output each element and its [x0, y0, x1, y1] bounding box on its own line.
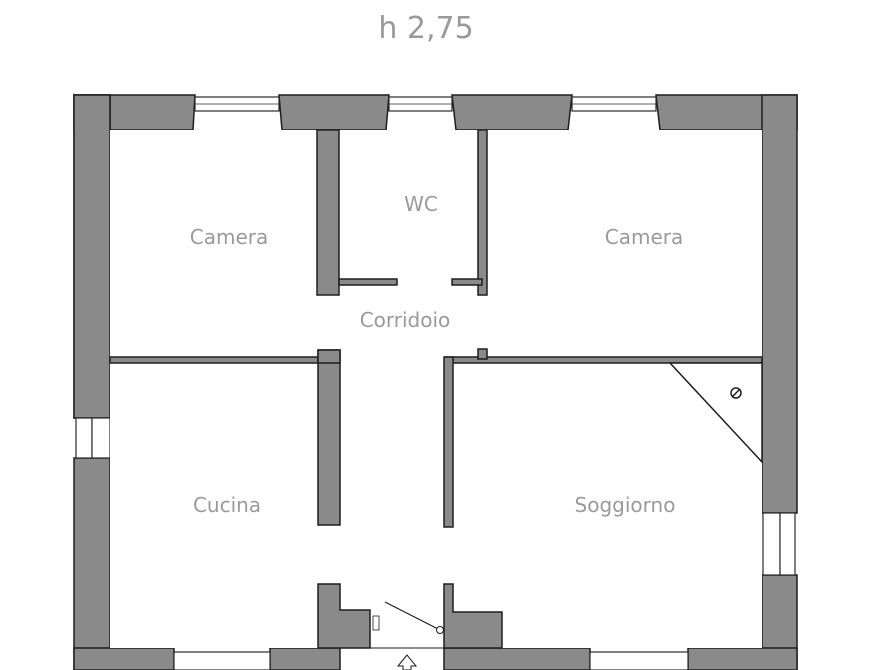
partition-cucina-top: [317, 349, 341, 364]
wc-door-stub-right: [451, 278, 483, 286]
bottom-wall-segment: [687, 647, 798, 670]
up-arrow-icon: [396, 654, 418, 670]
outer-walls: [73, 93, 798, 670]
wc-door-stub-left: [338, 278, 398, 286]
slashed-circle-icon: [730, 387, 742, 399]
bottom-wall-segment: [269, 647, 341, 670]
partition-wc-camera: [477, 129, 488, 296]
interior: [110, 130, 762, 648]
bottom-wall-segment: [443, 647, 591, 670]
right-wall-upper: [761, 94, 798, 514]
partition-camera-wc: [316, 129, 340, 296]
top-wall-segment: [451, 94, 573, 131]
entrance-door: [370, 601, 444, 649]
entry-jamb-left: [317, 583, 371, 649]
room-label-wc: WC: [404, 192, 438, 216]
left-wall-upper-fill: [73, 94, 111, 419]
divider-left: [109, 356, 319, 364]
divider-right: [444, 356, 763, 364]
top-wall-segment: [278, 94, 390, 131]
room-label-camera-left: Camera: [190, 225, 269, 249]
bottom-windows: [173, 651, 689, 670]
plan-height-label: h 2,75: [378, 11, 473, 46]
bottom-wall-segment: [73, 647, 175, 670]
divider-right-stub: [477, 348, 488, 360]
left-window: [75, 417, 111, 459]
room-label-camera-right: Camera: [605, 225, 684, 249]
interior-walls: [109, 129, 763, 649]
partition-cucina: [317, 349, 341, 526]
right-window: [762, 512, 796, 576]
room-label-corridoio: Corridoio: [360, 308, 451, 332]
left-wall-lower: [73, 457, 111, 670]
room-label-cucina: Cucina: [193, 493, 261, 517]
top-windows: [194, 96, 657, 112]
chimney-corner: [668, 362, 763, 464]
room-label-soggiorno: Soggiorno: [575, 493, 676, 517]
partition-soggiorno: [443, 356, 454, 528]
